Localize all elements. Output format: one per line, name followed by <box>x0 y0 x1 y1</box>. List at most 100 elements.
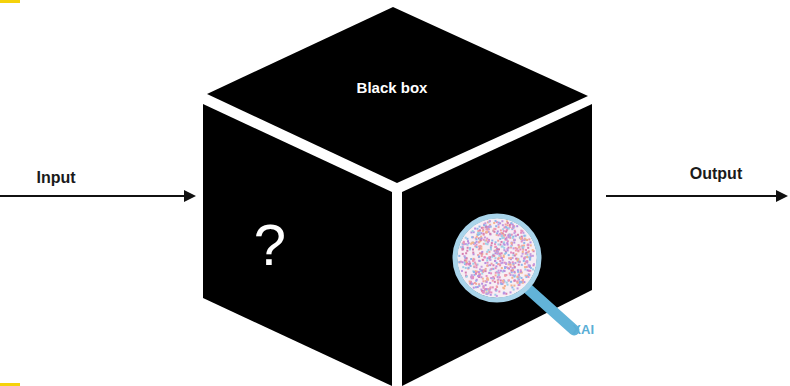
lens-dot <box>514 272 516 274</box>
lens-dot <box>525 261 527 263</box>
lens-dot <box>466 275 468 277</box>
lens-dot <box>496 253 498 255</box>
lens-dot <box>519 237 521 239</box>
lens-dot <box>504 270 506 272</box>
lens-dot <box>497 281 499 283</box>
lens-dot <box>521 277 523 279</box>
lens-dot <box>482 285 484 287</box>
lens-dot <box>513 239 515 241</box>
lens-dot <box>488 251 490 253</box>
lens-dot <box>523 257 525 259</box>
magnifier-handle <box>526 287 574 330</box>
magnifier-icon <box>455 216 574 330</box>
lens-dot <box>478 241 480 243</box>
lens-dot <box>479 268 481 270</box>
lens-dot <box>478 285 480 287</box>
lens-dot <box>465 252 467 254</box>
lens-dot <box>528 238 530 240</box>
lens-dot <box>481 237 483 239</box>
lens-dot <box>489 233 491 235</box>
lens-dot <box>520 237 522 239</box>
lens-dot <box>527 244 529 246</box>
lens-dot <box>478 271 480 273</box>
lens-dot <box>510 264 512 266</box>
lens-dot <box>503 249 505 251</box>
lens-dot <box>514 279 516 281</box>
lens-dot <box>482 280 484 282</box>
input-label: Input <box>36 169 75 187</box>
lens-dot <box>485 232 487 234</box>
lens-dot <box>512 252 514 254</box>
lens-dot <box>504 267 506 269</box>
lens-dot <box>513 285 515 287</box>
lens-dot <box>504 292 506 294</box>
lens-dot <box>479 229 481 231</box>
lens-dot <box>483 233 485 235</box>
lens-dot <box>515 247 517 249</box>
lens-dot <box>508 227 510 229</box>
lens-dot <box>494 246 496 248</box>
lens-dot <box>521 255 523 257</box>
lens-dot <box>465 267 467 269</box>
lens-dot <box>482 259 484 261</box>
lens-dot <box>532 268 534 270</box>
lens-dot <box>527 247 529 249</box>
lens-dot <box>497 278 499 280</box>
lens-dot <box>506 237 508 239</box>
lens-dot <box>513 276 515 278</box>
lens-dot <box>465 275 467 277</box>
lens-dot <box>513 280 515 282</box>
lens-dot <box>510 269 512 271</box>
lens-dot <box>497 279 499 281</box>
lens-dot <box>490 272 492 274</box>
lens-dot <box>490 268 492 270</box>
lens-dot <box>497 252 499 254</box>
lens-dot <box>486 251 488 253</box>
lens-dot <box>482 259 484 261</box>
lens-dot <box>477 234 479 236</box>
magnifier-rim <box>455 216 539 300</box>
lens-dot <box>495 246 497 248</box>
lens-dot <box>473 266 475 268</box>
lens-dot <box>478 260 480 262</box>
lens-dot <box>488 249 490 251</box>
lens-dot <box>494 281 496 283</box>
cube-outline <box>200 0 596 386</box>
lens-dot <box>529 258 531 260</box>
lens-dot <box>515 249 517 251</box>
lens-dot <box>492 286 494 288</box>
lens-dot <box>465 272 467 274</box>
lens-dot <box>504 275 506 277</box>
lens-dot <box>502 271 504 273</box>
corner-mark <box>0 0 20 3</box>
lens-dot <box>518 247 520 249</box>
lens-dot <box>519 276 521 278</box>
lens-dot <box>467 240 469 242</box>
lens-dot <box>493 231 495 233</box>
lens-dot <box>493 255 495 257</box>
lens-dot <box>504 274 506 276</box>
lens-dot <box>485 226 487 228</box>
lens-dot <box>469 280 471 282</box>
lens-dot <box>532 255 534 257</box>
lens-dot <box>510 222 512 224</box>
output-arrowhead <box>776 190 788 202</box>
cube-face <box>203 104 392 386</box>
input-arrowhead <box>184 190 196 202</box>
lens-dot <box>524 238 526 240</box>
lens-dot <box>473 271 475 273</box>
lens-dot <box>495 272 497 274</box>
lens-dot <box>498 291 500 293</box>
lens-dot <box>518 284 520 286</box>
lens-dot <box>513 225 515 227</box>
lens-dot <box>507 224 509 226</box>
lens-dot <box>509 234 511 236</box>
lens-dot <box>503 237 505 239</box>
lens-dot <box>521 281 523 283</box>
lens-dot <box>481 273 483 275</box>
lens-dot <box>511 242 513 244</box>
lens-dot <box>501 220 503 222</box>
lens-dot <box>501 234 503 236</box>
lens-dot <box>489 289 491 291</box>
